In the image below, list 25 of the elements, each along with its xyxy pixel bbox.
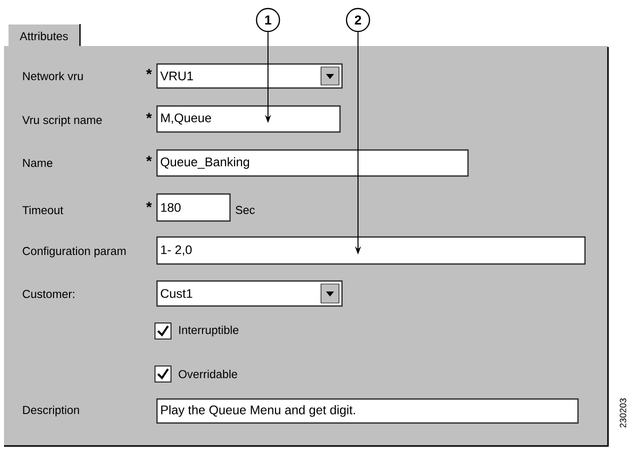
input-field: M,Queue bbox=[156, 105, 341, 133]
callout-number: 2 bbox=[346, 8, 370, 32]
input-field: 180 bbox=[156, 193, 231, 222]
input-field: Play the Queue Menu and get digit. bbox=[156, 398, 579, 424]
dropdown-field: VRU1 bbox=[156, 63, 343, 89]
field-label: Timeout bbox=[22, 206, 64, 214]
required-mark: * bbox=[146, 68, 152, 74]
field-label: Configuration param bbox=[22, 246, 126, 258]
figure-number: 230203 bbox=[620, 398, 626, 428]
field-label: Name bbox=[23, 159, 52, 167]
required-mark: * bbox=[146, 156, 152, 162]
field-label: Customer: bbox=[22, 290, 74, 298]
dropdown-field: Cust1 bbox=[156, 280, 343, 307]
field-label: Network vru bbox=[23, 72, 83, 80]
tab: Attributes bbox=[8, 24, 81, 47]
input-field: 1- 2,0 bbox=[156, 236, 586, 265]
field-label: Description bbox=[23, 406, 79, 416]
field-label: Sec bbox=[236, 206, 255, 214]
required-mark: * bbox=[146, 112, 152, 118]
checkbox-label: Interruptible bbox=[179, 326, 238, 336]
checkbox-label: Overridable bbox=[178, 370, 238, 378]
required-mark: * bbox=[146, 202, 152, 208]
callout-number: 1 bbox=[256, 8, 280, 32]
input-field: Queue_Banking bbox=[156, 149, 469, 177]
field-label: Vru script name bbox=[22, 116, 102, 126]
